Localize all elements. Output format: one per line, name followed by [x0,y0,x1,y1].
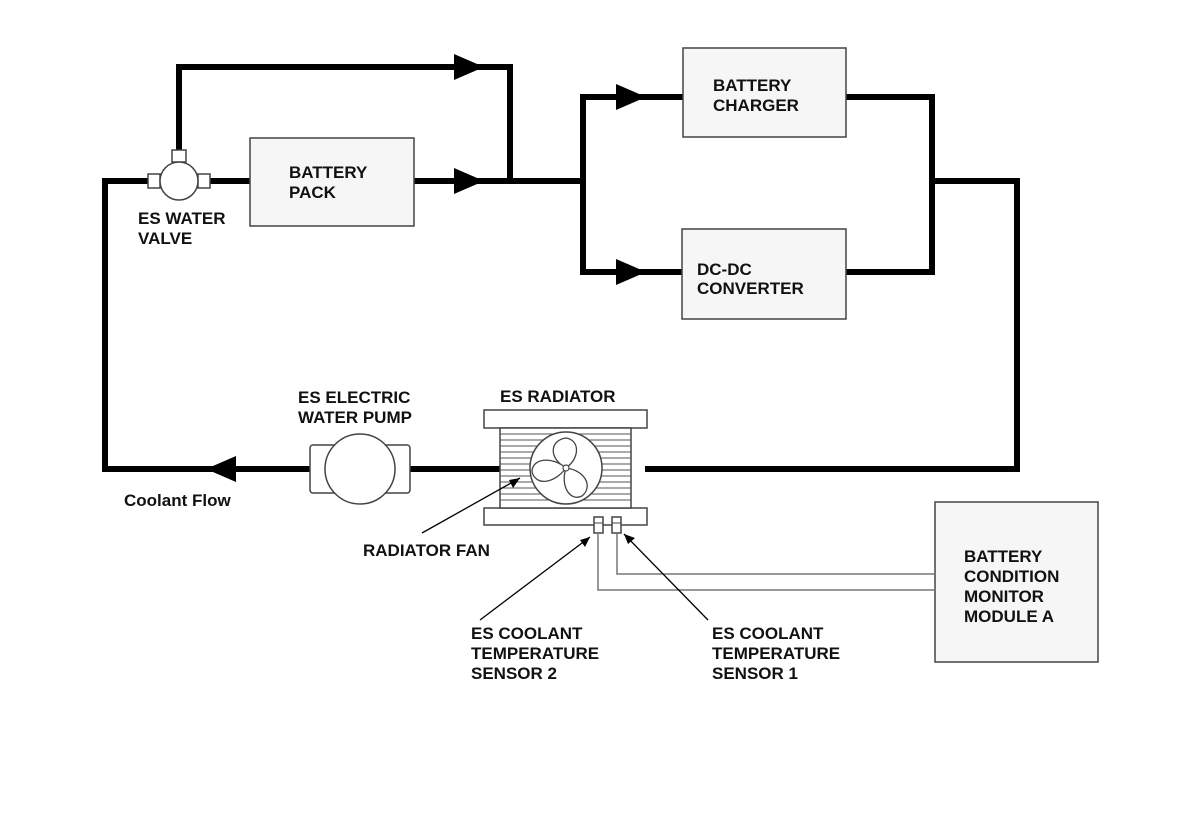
svg-text:ES ELECTRIC: ES ELECTRIC [298,388,410,407]
label-dc-dc-converter: DC-DC CONVERTER [697,260,804,298]
pointer-lines [421,477,709,621]
label-temp-sensor-1: ES COOLANT TEMPERATURE SENSOR 1 [712,624,840,683]
pipe-merge [843,94,935,275]
flow-arrows [206,54,646,482]
radiator-fan-icon [529,431,603,505]
svg-text:ES COOLANT: ES COOLANT [712,624,824,643]
svg-text:CONDITION: CONDITION [964,567,1059,586]
es-electric-water-pump [309,433,411,505]
label-monitor-module: BATTERY CONDITION MONITOR MODULE A [964,547,1059,626]
svg-text:MODULE A: MODULE A [964,607,1054,626]
label-es-electric-water-pump: ES ELECTRIC WATER PUMP [298,388,412,427]
battery-charger-box [682,47,847,138]
pipe-split [580,94,686,275]
label-es-water-valve: ES WATER VALVE [138,209,226,248]
arrow-coolant-flow [206,456,236,482]
arrow-to-charger [616,84,646,110]
label-temp-sensor-2: ES COOLANT TEMPERATURE SENSOR 2 [471,624,599,683]
battery-pack-box [249,137,415,227]
es-water-valve [147,149,211,201]
svg-text:BATTERY: BATTERY [289,163,368,182]
sensor-wiring [597,533,935,591]
svg-text:DC-DC: DC-DC [697,260,752,279]
label-es-radiator: ES RADIATOR [500,387,616,406]
svg-text:CONVERTER: CONVERTER [697,279,804,298]
svg-text:SENSOR 1: SENSOR 1 [712,664,798,683]
svg-text:WATER PUMP: WATER PUMP [298,408,412,427]
pipe-bypass [176,64,513,184]
svg-text:ES COOLANT: ES COOLANT [471,624,583,643]
label-radiator-fan: RADIATOR FAN [363,541,490,560]
es-radiator [483,409,648,526]
svg-text:VALVE: VALVE [138,229,192,248]
arrow-bypass [454,54,484,80]
arrow-pack-out [454,168,484,194]
coolant-pipes [102,64,1020,472]
svg-text:ES WATER: ES WATER [138,209,226,228]
svg-text:SENSOR 2: SENSOR 2 [471,664,557,683]
pipe-right-loop [645,178,1020,472]
arrow-to-converter [616,259,646,285]
label-battery-pack: BATTERY PACK [289,163,368,202]
label-coolant-flow: Coolant Flow [124,491,231,510]
monitor-module-box [934,501,1099,663]
svg-text:TEMPERATURE: TEMPERATURE [471,644,599,663]
svg-text:BATTERY: BATTERY [713,76,792,95]
svg-text:CHARGER: CHARGER [713,96,799,115]
svg-text:PACK: PACK [289,183,337,202]
dc-dc-converter-box [681,228,847,320]
svg-text:MONITOR: MONITOR [964,587,1044,606]
svg-text:BATTERY: BATTERY [964,547,1043,566]
svg-text:TEMPERATURE: TEMPERATURE [712,644,840,663]
label-battery-charger: BATTERY CHARGER [713,76,799,115]
